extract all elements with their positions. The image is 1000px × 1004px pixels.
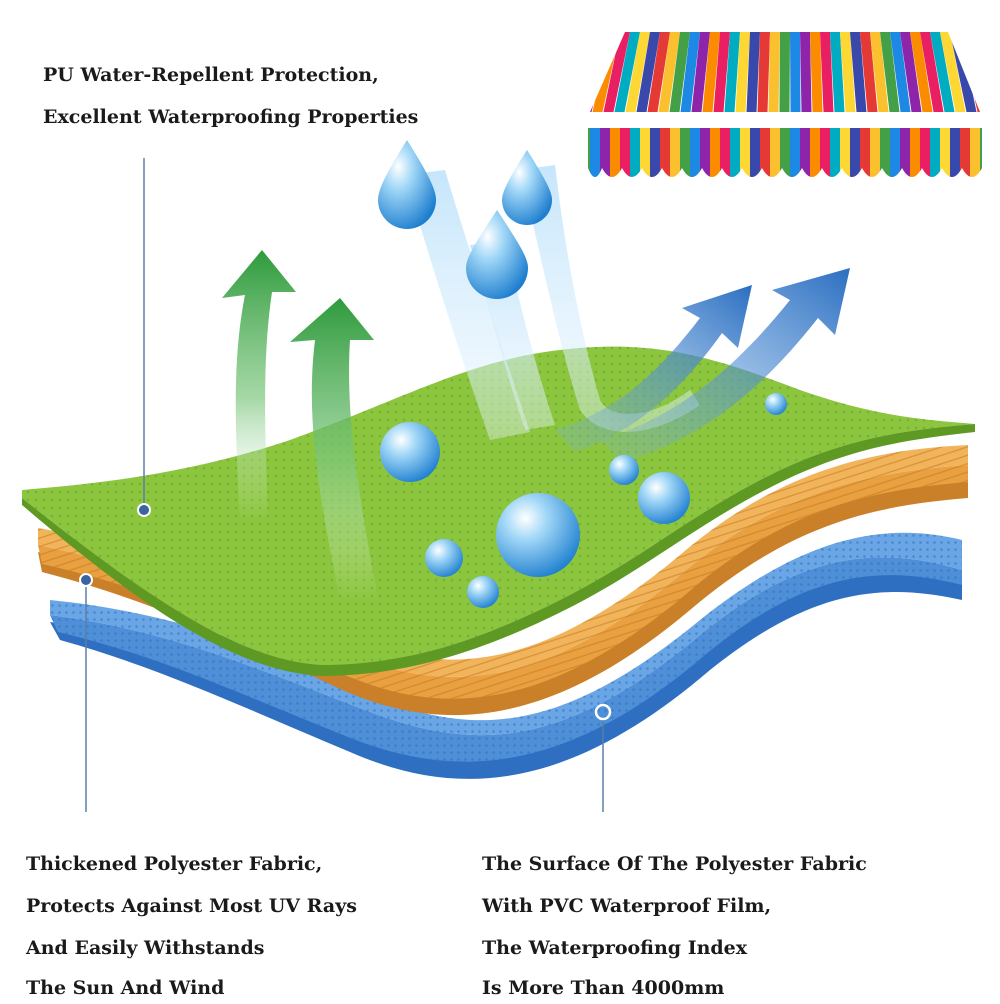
callout-dot-left [80, 574, 92, 586]
water-drop-icon [502, 150, 552, 225]
water-bead-icon [467, 576, 499, 608]
awning-stripe [880, 128, 890, 188]
awning-stripe [740, 128, 750, 188]
awning-stripe [560, 32, 591, 112]
awning-stripe [610, 128, 620, 188]
awning-stripe [650, 128, 660, 188]
awning-stripe [538, 32, 571, 112]
awning-stripe [620, 128, 630, 188]
awning-stripe [970, 32, 999, 112]
awning-stripe [980, 32, 1000, 112]
right-caption-line-2: With PVC Waterproof Film, [482, 897, 771, 916]
awning-stripe [960, 128, 970, 188]
right-caption-line-1: The Surface Of The Polyester Fabric [482, 855, 867, 874]
awning-stripe [860, 128, 870, 188]
awning-stripe [549, 32, 581, 112]
awning-stripe [580, 128, 590, 188]
awning-stripe [750, 128, 760, 188]
awning-stripe [870, 128, 880, 188]
left-caption-line-2: Protects Against Most UV Rays [26, 897, 357, 916]
callout-dot-top [138, 504, 150, 516]
awning-stripe [890, 128, 900, 188]
awning-stripe [840, 128, 850, 188]
left-caption-line-1: Thickened Polyester Fabric, [26, 855, 322, 874]
awning-stripe [600, 128, 610, 188]
water-bead-icon [496, 493, 580, 577]
right-caption-line-3: The Waterproofing Index [482, 939, 747, 958]
left-caption-line-4: The Sun And Wind [26, 979, 224, 998]
left-caption-line-3: And Easily Withstands [26, 939, 264, 958]
awning-stripe [790, 32, 801, 112]
water-bead-icon [765, 393, 787, 415]
awning-stripe [680, 128, 690, 188]
awning-stripe [780, 32, 791, 112]
awning-stripe [900, 128, 910, 188]
awning-stripe [710, 128, 720, 188]
top-caption-line-1: PU Water-Repellent Protection, [43, 66, 379, 85]
right-caption-line-4: Is More Than 4000mm [482, 979, 724, 998]
awning-stripe [590, 128, 600, 188]
top-caption-line-2: Excellent Waterproofing Properties [43, 108, 418, 127]
awning-stripe [730, 128, 740, 188]
awning-stripe [830, 128, 840, 188]
awning-stripe [980, 128, 990, 188]
awning-stripe [790, 128, 800, 188]
awning-stripe [800, 128, 810, 188]
awning-stripe [950, 128, 960, 188]
water-bead-icon [380, 422, 440, 482]
awning-stripe [800, 32, 812, 112]
awning-stripe [560, 128, 570, 188]
water-drop-icon [378, 140, 436, 229]
awning-stripe [920, 128, 930, 188]
awning-stripe [930, 128, 940, 188]
awning-stripe [820, 128, 830, 188]
awning-stripe [640, 128, 650, 188]
awning-stripe [720, 128, 730, 188]
awning-stripe [810, 128, 820, 188]
awning-stripe [940, 128, 950, 188]
awning-stripe [630, 128, 640, 188]
awning-stripe [990, 32, 1000, 112]
awning-stripe [690, 128, 700, 188]
awning-stripe [760, 128, 770, 188]
awning-stripe [850, 128, 860, 188]
awning-stripe [970, 128, 980, 188]
awning-stripe [770, 128, 780, 188]
awning-stripe [990, 128, 1000, 188]
awning-stripe [700, 128, 710, 188]
water-bead-icon [425, 539, 463, 577]
awning-stripe [670, 128, 680, 188]
awning-stripe [660, 128, 670, 188]
awning-stripe [570, 128, 580, 188]
awning-stripe [780, 128, 790, 188]
awning-stripe [769, 32, 781, 112]
striped-awning-icon [538, 32, 1000, 188]
water-bead-icon [609, 455, 639, 485]
water-bead-icon [638, 472, 690, 524]
awning-stripe [910, 128, 920, 188]
